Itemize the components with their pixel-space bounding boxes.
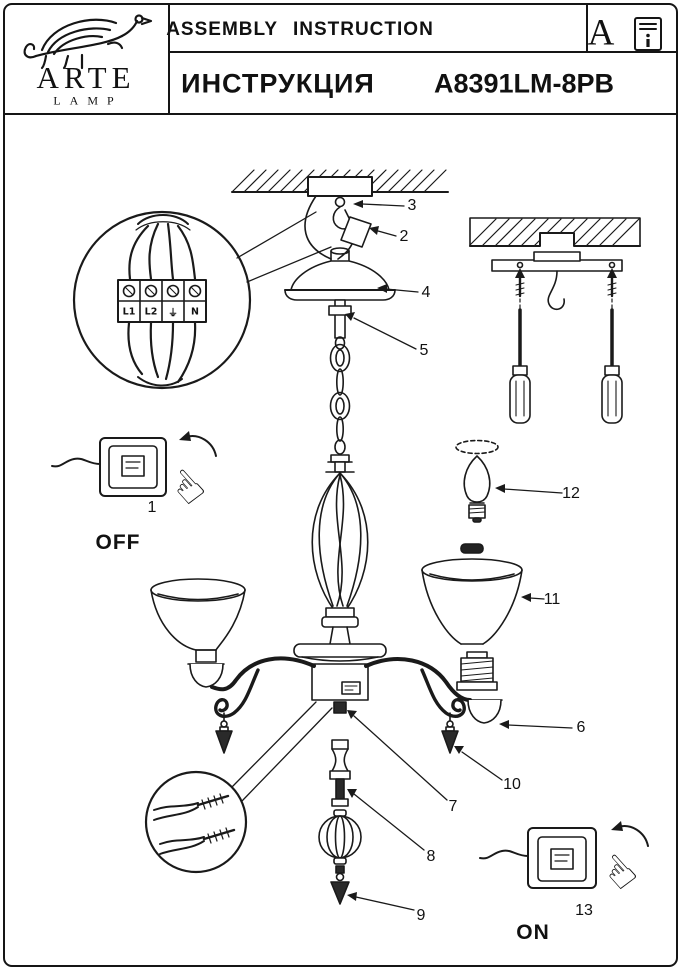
- supply-wire: [304, 195, 332, 260]
- callout-5: 5: [419, 342, 429, 359]
- canopy: [284, 247, 396, 301]
- chain: [329, 336, 351, 455]
- header-rule-middle: [168, 51, 676, 53]
- switch-off-label: OFF: [95, 531, 141, 554]
- callout-7: 7: [448, 798, 458, 815]
- right-shade: [421, 543, 523, 645]
- terminal-detail: [72, 210, 252, 390]
- revision-letter: A: [587, 12, 615, 54]
- junction-box: [311, 663, 369, 701]
- model-number: A8391LM-8PB: [433, 68, 615, 99]
- callout-4: 4: [421, 284, 431, 301]
- title-en: ASSEMBLY INSTRUCTION: [166, 19, 434, 40]
- threaded-nipple: [333, 701, 347, 714]
- stem-connector: [329, 739, 351, 807]
- left-shade: [150, 578, 246, 651]
- callout-13: 13: [575, 902, 593, 919]
- anchor-screw-right: [607, 268, 617, 298]
- callout-10: 10: [503, 776, 521, 793]
- screwdriver-left: [509, 308, 531, 424]
- left-candle-cup: [187, 649, 225, 688]
- terminal-label-n: N: [191, 306, 199, 318]
- detail-leader-lines: [231, 211, 333, 802]
- callout-11: 11: [543, 591, 561, 608]
- connector-plate: [340, 216, 372, 248]
- finial-tassel: [330, 865, 350, 905]
- terminal-label-l1: L1: [122, 306, 136, 318]
- page-border: [3, 3, 678, 967]
- callout-12: 12: [562, 485, 580, 502]
- switch-on-label: ON: [516, 921, 550, 944]
- callout-3: 3: [407, 197, 417, 214]
- wall-switch-off: [51, 431, 217, 497]
- ceiling-bracket-figure: [469, 217, 641, 424]
- terminal-label-earth: ⏚: [168, 308, 178, 319]
- tassel-left: [215, 712, 233, 754]
- brand-name: ARTE: [36, 60, 136, 95]
- title-ru: ИНСТРУКЦИЯ: [181, 68, 375, 99]
- header-rule-bottom: [5, 113, 676, 115]
- callout-9: 9: [416, 907, 426, 924]
- brand-subname: LAMP: [53, 93, 123, 108]
- anchor-screw-left: [515, 268, 525, 298]
- terminal-label-l2: L2: [144, 306, 158, 318]
- hanging-rod: [328, 299, 352, 339]
- tassel-right: [441, 712, 459, 754]
- ceiling-hook: [547, 270, 565, 311]
- ceiling-mount-plate: [304, 176, 373, 260]
- callout-6: 6: [576, 719, 586, 736]
- lamp-socket: [456, 651, 498, 691]
- header-divider-revision: [586, 5, 588, 51]
- right-candle-cup: [465, 699, 503, 724]
- header-divider-left: [168, 5, 170, 113]
- callout-1: 1: [147, 499, 157, 516]
- ribbed-ball: [318, 809, 362, 865]
- left-arm: [210, 656, 316, 718]
- griffin-logo: [23, 14, 153, 70]
- refer-to-manual-icon: [634, 17, 662, 51]
- callout-2: 2: [399, 228, 409, 245]
- callout-leader-lines: [345, 200, 573, 911]
- screwdriver-right: [601, 308, 623, 424]
- callout-8: 8: [426, 848, 436, 865]
- wire-splice-detail: [144, 770, 248, 874]
- right-arm: [364, 657, 472, 718]
- decorative-column: [311, 454, 369, 645]
- light-bulb: [455, 439, 499, 523]
- body-plate: [293, 643, 387, 662]
- wall-switch-on: [479, 821, 649, 889]
